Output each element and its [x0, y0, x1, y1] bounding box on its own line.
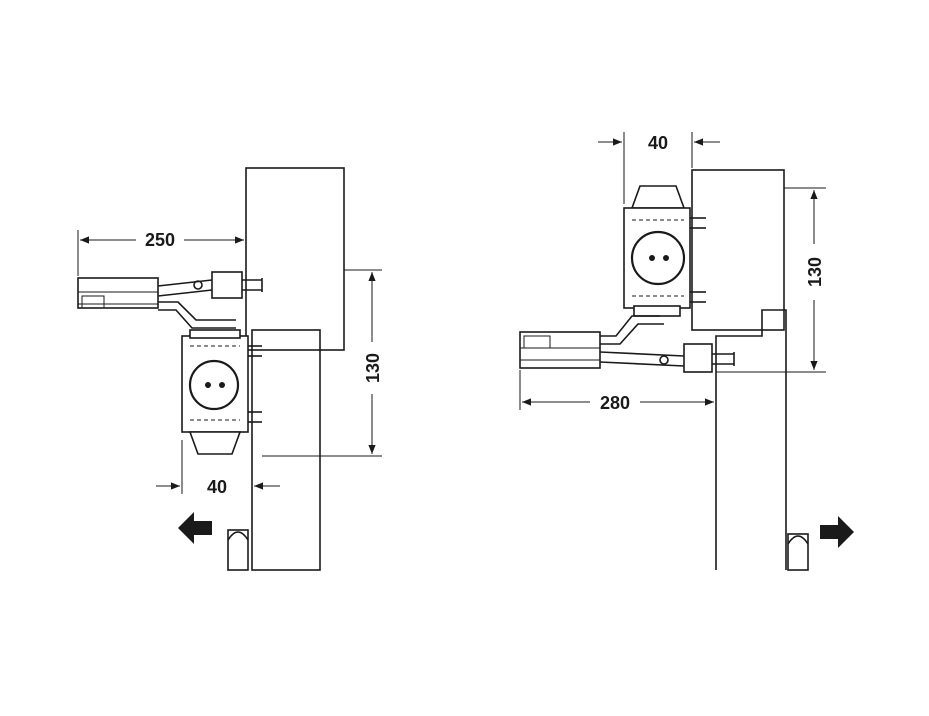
right-dimension-offset: 40 — [598, 132, 720, 204]
right-frame-block — [691, 169, 785, 331]
left-dimension-offset: 40 — [156, 440, 280, 497]
right-arm-bracket — [659, 343, 735, 373]
left-frame-block — [245, 167, 345, 351]
left-arm-length-label: 250 — [145, 230, 175, 250]
left-door-leaf — [251, 329, 321, 571]
right-door-leaf — [715, 309, 787, 570]
arrow-left-icon — [178, 512, 212, 544]
left-arm-bracket — [193, 271, 263, 299]
left-offset-label: 40 — [207, 477, 227, 497]
left-dimension-height: 130 — [262, 269, 383, 457]
right-offset-label: 40 — [648, 133, 668, 153]
left-closer-body — [181, 329, 262, 455]
left-height-label: 130 — [363, 353, 383, 383]
right-height-label: 130 — [805, 257, 825, 287]
left-view: 250 130 40 — [77, 167, 383, 571]
arrow-right-icon — [820, 516, 854, 548]
right-arm-length-label: 280 — [600, 393, 630, 413]
right-arm-rods — [599, 315, 685, 367]
right-closer-body — [623, 185, 706, 317]
left-dimension-arm-length: 250 — [77, 230, 244, 276]
left-hinge-pin — [227, 529, 249, 571]
left-arm-shoe — [77, 277, 159, 309]
right-dimension-arm-length: 280 — [519, 370, 714, 413]
right-dimension-height: 130 — [716, 187, 826, 373]
right-hinge-pin — [787, 533, 809, 571]
right-view: 40 130 280 — [519, 132, 854, 571]
left-arm-rods — [157, 279, 236, 329]
right-arm-shoe — [519, 331, 601, 369]
